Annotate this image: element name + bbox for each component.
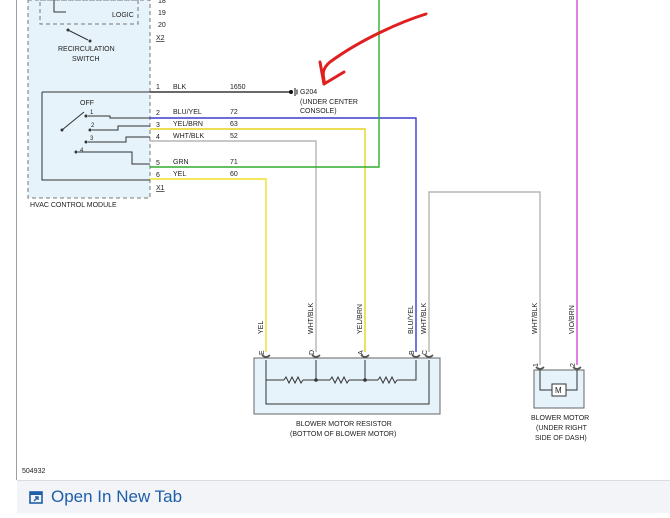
logic-box [39, 0, 139, 25]
x1-pin-3: 3 [156, 122, 160, 129]
wire-2-circuit: 72 [230, 109, 238, 116]
blower-motor: M BLOWER MOTOR (UNDER RIGHT SIDE OF DASH… [531, 366, 589, 442]
wire-6-circuit: 60 [230, 171, 238, 178]
switch-pos-4: 4 [80, 148, 84, 154]
motor-wire-labels: WHT/BLK VIO/BRN 1 2 [532, 303, 577, 367]
resistor-box [253, 357, 441, 415]
switch-pos-2: 2 [91, 123, 95, 129]
wire-3-color: YEL/BRN [173, 121, 203, 128]
resistor-wire-yel-brn: YEL/BRN [357, 304, 364, 334]
recirc-switch-label-2: SWITCH [72, 56, 100, 63]
x2-label: X2 [156, 35, 165, 42]
wire-2-color: BLU/YEL [173, 109, 202, 116]
switch-trace-4 [88, 136, 150, 143]
open-in-new-tab-link[interactable]: Open In New Tab [29, 487, 182, 507]
motor-label-2: (UNDER RIGHT [536, 425, 588, 432]
wire-wht-blk-52 [150, 140, 317, 352]
wire-1-circuit: 1650 [230, 84, 246, 91]
hvac-control-module-box [27, 0, 151, 199]
switch-off-label: OFF [80, 100, 94, 107]
annotation-arrowhead [318, 60, 346, 86]
x1-pin-1: 1 [156, 84, 160, 91]
hvac-module-label: HVAC CONTROL MODULE [30, 202, 117, 209]
motor-label-3: SIDE OF DASH) [535, 435, 587, 442]
x2-pin-20: 20 [158, 22, 166, 29]
wire-yel-brn-63 [150, 128, 366, 352]
switch-node [66, 28, 70, 32]
resistor-connector-clips [261, 354, 434, 358]
x1-pin-6: 6 [156, 172, 160, 179]
resistor-wire-labels: YEL WHT/BLK YEL/BRN BLU/YEL WHT/BLK E D … [258, 303, 429, 355]
resistor-pin-e: E [259, 350, 266, 355]
wire-yel-60 [150, 178, 267, 352]
resistor-wire-wht-blk-d: WHT/BLK [308, 303, 315, 334]
x2-connector: 18 19 20 X2 [156, 0, 166, 42]
resistor-wire-blu-yel: BLU/YEL [408, 305, 415, 334]
switch-trace-2 [88, 115, 150, 119]
diagram-id: 504932 [22, 468, 45, 475]
switch-common-trace [41, 92, 150, 181]
ground-g204: G204 (UNDER CENTER CONSOLE) [289, 88, 358, 115]
wire-6-color: YEL [173, 171, 186, 178]
resistor-pin-d: D [309, 350, 316, 355]
blower-motor-resistor: BLOWER MOTOR RESISTOR (BOTTOM OF BLOWER … [253, 354, 441, 438]
resistor-wire-wht-blk-c: WHT/BLK [421, 303, 428, 334]
resistor-pin-b: B [409, 350, 416, 355]
g204-label: G204 [300, 89, 317, 96]
resistor-element-2 [329, 375, 350, 385]
wire-5-circuit: 71 [230, 159, 238, 166]
x2-pin-18: 18 [158, 0, 166, 5]
switch-node [60, 128, 64, 132]
motor-wire-wht-blk: WHT/BLK [532, 303, 539, 334]
switch-pos-1: 1 [90, 110, 94, 116]
wire-4-color: WHT/BLK [173, 133, 204, 140]
motor-symbol-letter: M [555, 386, 562, 395]
resistor-element-1 [283, 375, 304, 385]
open-new-tab-icon [29, 491, 43, 504]
viewer-left-border [16, 0, 17, 480]
wire-blu-yel-72 [150, 117, 417, 352]
x1-pin-4: 4 [156, 134, 160, 141]
switch-node [88, 39, 92, 43]
g204-location-1: (UNDER CENTER [300, 99, 358, 106]
x2-pin-19: 19 [158, 10, 166, 17]
switch-pos-3: 3 [90, 136, 94, 142]
motor-wire-vio-brn: VIO/BRN [569, 305, 576, 334]
wire-1-color: BLK [173, 84, 187, 91]
x1-pin-5: 5 [156, 160, 160, 167]
switch-trace-5 [78, 151, 150, 165]
switch-positions: 1 2 3 4 [74, 110, 95, 154]
resistor-label-1: BLOWER MOTOR RESISTOR [296, 421, 392, 428]
open-in-new-tab-label: Open In New Tab [51, 487, 183, 506]
motor-label-1: BLOWER MOTOR [531, 415, 589, 422]
wire-5-color: GRN [173, 159, 189, 166]
x1-label: X1 [156, 185, 165, 192]
x1-pin-2: 2 [156, 110, 160, 117]
g204-location-2: CONSOLE) [300, 108, 337, 115]
x1-connector: 1 BLK 1650 2 BLU/YEL 72 3 YEL/BRN 63 4 W… [156, 84, 246, 192]
resistor-label-2: (BOTTOM OF BLOWER MOTOR) [290, 431, 396, 438]
logic-label: LOGIC [112, 12, 134, 19]
resistor-wire-yel: YEL [258, 321, 265, 334]
recirc-switch-contact [67, 29, 89, 41]
wire-grn-71 [150, 0, 380, 168]
resistor-element-3 [377, 375, 398, 385]
wire-4-circuit: 52 [230, 133, 238, 140]
motor-pin-1: 1 [533, 363, 540, 367]
blower-switch-contact [61, 111, 85, 131]
motor-pin-2: 2 [570, 363, 577, 367]
bottom-toolbar: Open In New Tab [17, 480, 670, 513]
switch-trace-3 [92, 125, 150, 131]
resistor-pin-a: A [358, 350, 365, 355]
logic-trace [53, 0, 66, 13]
recirc-switch-label-1: RECIRCULATION [58, 46, 115, 53]
wire-3-circuit: 63 [230, 121, 238, 128]
motor-symbol [551, 383, 567, 397]
wire-wht-blk-motor [428, 191, 541, 365]
wiring-diagram: LOGIC RECIRCULATION SWITCH 18 19 20 X2 O… [22, 0, 589, 475]
resistor-pin-c: C [422, 350, 429, 355]
